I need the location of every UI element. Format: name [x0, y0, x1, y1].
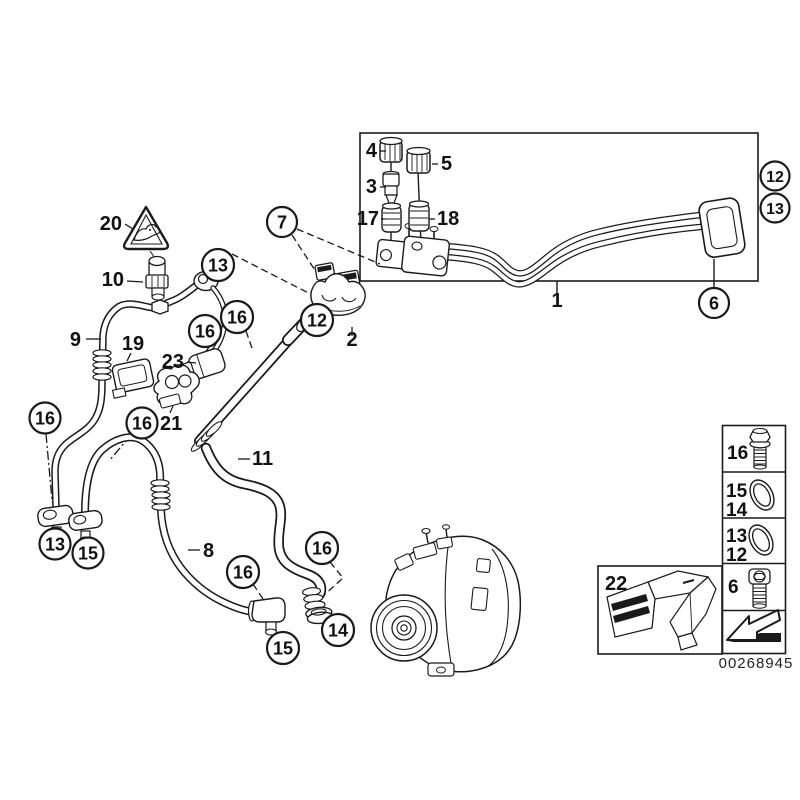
legend-row-16[interactable]: 16	[727, 427, 771, 470]
svg-text:15: 15	[273, 639, 293, 659]
svg-text:15: 15	[78, 544, 98, 564]
callout-16[interactable]: 16	[28, 401, 62, 435]
label-item-10: 10	[102, 269, 124, 291]
clamp-21-illustration	[153, 364, 200, 409]
valve-cap-5	[406, 146, 431, 174]
callout-15[interactable]: 15	[71, 536, 105, 570]
label-item-18: 18	[437, 208, 459, 230]
callout-16[interactable]: 16	[187, 313, 223, 349]
pulley-illustration	[370, 594, 438, 662]
clip-19-illustration	[111, 358, 155, 399]
legend-table: 16 15 14 13 12	[721, 424, 787, 655]
svg-text:16: 16	[233, 563, 253, 583]
label-item-2: 2	[346, 329, 357, 351]
label-item-3: 3	[366, 176, 377, 198]
label-item-4: 4	[366, 140, 378, 162]
svg-text:16: 16	[132, 414, 152, 434]
svg-text:12: 12	[766, 169, 784, 186]
crocodile-warning-triangle-icon	[122, 205, 170, 259]
callout-12[interactable]: 12	[299, 302, 335, 338]
legend-num-14: 14	[726, 500, 748, 521]
callout-16[interactable]: 16	[304, 530, 340, 566]
hose-8-illustration	[81, 433, 286, 636]
valve-17	[381, 202, 402, 233]
label-item-11: 11	[252, 448, 273, 470]
inset-box-22[interactable]: 22	[597, 565, 723, 655]
callout-13[interactable]: 13	[38, 527, 72, 561]
valve-3	[382, 170, 400, 204]
callout-16[interactable]: 16	[125, 406, 159, 440]
svg-text:16: 16	[195, 322, 215, 342]
legend-num-6: 6	[728, 577, 739, 598]
valve-18	[408, 200, 430, 232]
hose-11-illustration	[200, 442, 334, 625]
label-item-1: 1	[551, 290, 562, 312]
legend-num-15: 15	[726, 481, 748, 502]
callout-15[interactable]: 15	[265, 630, 301, 666]
direction-arrow-icon	[726, 609, 781, 642]
compressor-illustration	[370, 524, 522, 677]
callout-12[interactable]: 12	[759, 160, 791, 192]
label-item-9: 9	[70, 329, 81, 351]
flange-illustration	[698, 197, 746, 258]
svg-text:7: 7	[277, 213, 287, 233]
socket-head-bolt-icon	[748, 568, 771, 609]
callout-16[interactable]: 16	[225, 554, 261, 590]
hex-flange-bolt-icon	[749, 427, 771, 470]
svg-text:16: 16	[35, 409, 55, 429]
label-item-19: 19	[122, 333, 144, 355]
pipe-1-illustration	[442, 211, 704, 288]
label-item-8: 8	[203, 540, 214, 562]
svg-text:12: 12	[307, 311, 327, 331]
detail-box	[359, 132, 759, 293]
drawing-number: 00268945	[719, 655, 794, 672]
callout-7[interactable]: 7	[265, 205, 299, 239]
label-item-23: 23	[162, 351, 184, 373]
legend-row-13-12[interactable]: 13 12	[726, 521, 778, 566]
svg-text:13: 13	[45, 535, 65, 555]
o-ring-icon	[748, 524, 774, 556]
o-ring-icon	[749, 479, 775, 511]
legend-row-15-14[interactable]: 15 14	[726, 476, 779, 521]
legend-num-12: 12	[726, 545, 747, 566]
svg-text:6: 6	[709, 294, 719, 314]
pressure-sensor-illustration	[145, 255, 169, 301]
label-item-5: 5	[441, 153, 452, 175]
elbow-fitting-illustration	[247, 597, 286, 636]
svg-text:13: 13	[766, 201, 784, 218]
legend-row-6[interactable]: 6	[728, 568, 771, 609]
holder-bracket-illustration	[606, 570, 717, 651]
label-item-21: 21	[160, 413, 182, 435]
legend-num-13: 13	[726, 526, 747, 547]
callout-13[interactable]: 13	[200, 247, 236, 283]
svg-text:16: 16	[227, 308, 247, 328]
fitting-14-illustration	[302, 587, 334, 625]
callout-6[interactable]: 6	[697, 286, 731, 320]
svg-text:13: 13	[208, 256, 228, 276]
legend-num-16: 16	[727, 443, 748, 464]
svg-text:16: 16	[312, 539, 332, 559]
pipe-9-illustration	[51, 269, 219, 511]
callout-13[interactable]: 13	[759, 192, 791, 224]
callout-16[interactable]: 16	[219, 299, 255, 335]
inset-box-label: 22	[605, 573, 627, 595]
circled-callouts: 7 13 12 16 16 16 16 13 15 16 15 14 16 12…	[28, 160, 791, 666]
hex-nut-illustration	[151, 299, 169, 315]
callout-14[interactable]: 14	[320, 612, 356, 648]
svg-text:14: 14	[328, 621, 348, 641]
valve-cap-4	[379, 136, 403, 163]
label-item-20: 20	[100, 213, 122, 235]
label-item-17: 17	[357, 208, 379, 230]
item-labels: 20 10 9 19 23 21 11 8 2 1 4 3 17 5 18	[70, 140, 563, 562]
